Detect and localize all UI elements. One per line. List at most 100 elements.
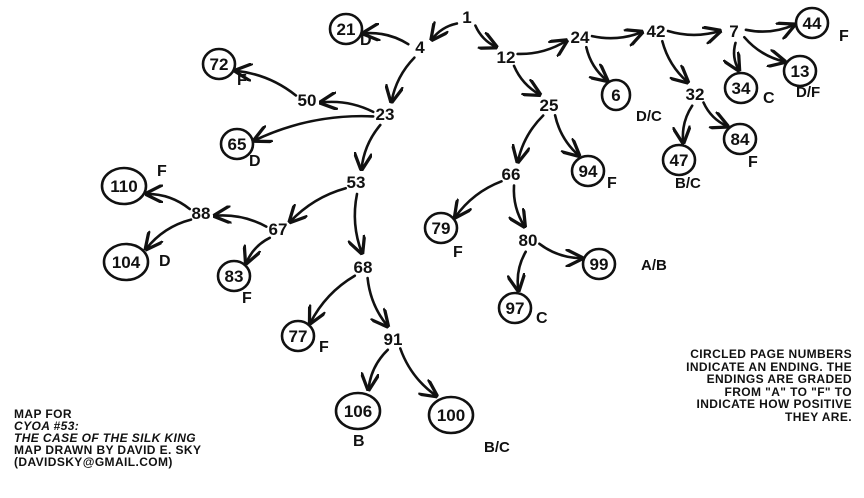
page-node-88: 88 [192, 204, 211, 223]
page-node-4: 4 [415, 38, 425, 57]
page-number: 97 [506, 299, 525, 318]
ending-grade: B/C [484, 439, 510, 456]
ending-node-44: 44F [794, 6, 849, 45]
edge-88-to-110 [147, 194, 191, 211]
page-number: 32 [686, 85, 705, 104]
edge-53-to-68 [355, 192, 362, 253]
ending-node-34: 34C [723, 71, 775, 107]
page-number: 25 [540, 96, 559, 115]
edge-32-to-47 [683, 104, 694, 143]
page-number: 34 [732, 79, 751, 98]
page-number: 21 [337, 20, 356, 39]
edge-32-to-84 [702, 101, 728, 127]
page-number: 106 [344, 402, 372, 421]
page-node-24: 24 [571, 28, 590, 47]
ending-circle [219, 127, 255, 161]
ending-circle [102, 242, 150, 282]
page-number: 68 [354, 258, 373, 277]
legend-line-4: FROM "A" TO "F" TO [724, 384, 852, 399]
edge-23-to-65 [255, 114, 375, 140]
page-node-50: 50 [298, 91, 317, 110]
ending-node-21: 21D [328, 12, 372, 49]
edge-7-to-44 [744, 25, 794, 32]
ending-circle [782, 54, 818, 88]
ending-circle [794, 6, 830, 40]
legend-line-2: INDICATE AN ENDING. THE [686, 359, 852, 374]
page-number: 100 [437, 406, 465, 425]
page-number: 67 [269, 220, 288, 239]
edge-23-to-53 [362, 123, 382, 169]
credits-line-5: (DAVIDSKY@GMAIL.COM) [14, 455, 173, 469]
page-number: 4 [415, 38, 425, 57]
edge-68-to-77 [310, 274, 357, 323]
ending-circle [216, 259, 252, 293]
ending-circle [100, 166, 148, 206]
ending-circle [600, 78, 632, 112]
page-node-80: 80 [519, 231, 538, 250]
credits-line-3: THE CASE OF THE SILK KING [14, 431, 197, 445]
page-number: 53 [347, 173, 366, 192]
legend-line-5: INDICATE HOW POSITIVE [696, 397, 852, 411]
ending-circle [280, 319, 316, 353]
ending-grade: F [607, 175, 617, 192]
edge-66-to-80 [514, 184, 525, 227]
page-number: 23 [376, 105, 395, 124]
edge-91-to-100 [399, 347, 436, 396]
edge-80-to-97 [518, 250, 527, 290]
credits-line-1: MAP FOR [14, 407, 72, 421]
page-node-1: 1 [462, 8, 471, 27]
page-number: 110 [110, 177, 137, 196]
ending-circle [427, 395, 475, 435]
ending-node-97: 97C [497, 291, 548, 327]
page-number: 88 [192, 204, 211, 223]
page-node-91: 91 [384, 330, 403, 349]
page-number: 50 [298, 91, 317, 110]
ending-grade: D/F [796, 84, 820, 101]
page-number: 66 [502, 165, 521, 184]
ending-node-6: 6D/C [600, 78, 662, 125]
edge-67-to-88 [215, 215, 268, 228]
ending-grade: C [763, 90, 775, 107]
edge-1-to-12 [474, 24, 496, 47]
ending-circle [328, 12, 364, 46]
ending-grade: B/C [675, 175, 701, 192]
ending-circle [722, 122, 758, 156]
page-number: 47 [670, 151, 689, 170]
ending-grade: D [249, 153, 261, 170]
ending-circle [570, 154, 606, 188]
edge-67-to-83 [246, 236, 272, 263]
ending-grade: D [159, 253, 171, 270]
page-node-32: 32 [686, 85, 705, 104]
page-number: 7 [729, 22, 738, 41]
ending-grade: B [353, 433, 365, 450]
legend-line-1: CIRCLED PAGE NUMBERS [690, 347, 852, 361]
edge-23-to-50 [321, 102, 375, 114]
edge-42-to-7 [666, 31, 720, 35]
ending-circle [581, 247, 617, 281]
page-number: 72 [210, 55, 229, 74]
ending-node-72: 72F [201, 47, 247, 89]
page-number: 44 [803, 14, 822, 33]
edge-12-to-24 [516, 41, 567, 54]
ending-grade: A/B [641, 257, 667, 274]
map-credits: MAP FOR CYOA #53: THE CASE OF THE SILK K… [14, 408, 201, 468]
credits-line-4: MAP DRAWN BY DAVID E. SKY [14, 443, 202, 457]
ending-grade: F [453, 244, 463, 261]
ending-grade: F [839, 28, 849, 45]
page-node-53: 53 [347, 173, 366, 192]
ending-node-83: 83F [216, 259, 252, 307]
page-number: 13 [791, 62, 810, 81]
edge-7-to-13 [743, 35, 784, 62]
edge-68-to-91 [366, 276, 388, 326]
page-number: 80 [519, 231, 538, 250]
page-node-7: 7 [729, 22, 738, 41]
ending-grade: D/C [636, 108, 662, 125]
legend-line-3: ENDINGS ARE GRADED [706, 372, 852, 386]
ending-circle [497, 291, 533, 325]
page-node-42: 42 [647, 22, 666, 41]
ending-grade: F [319, 339, 329, 356]
